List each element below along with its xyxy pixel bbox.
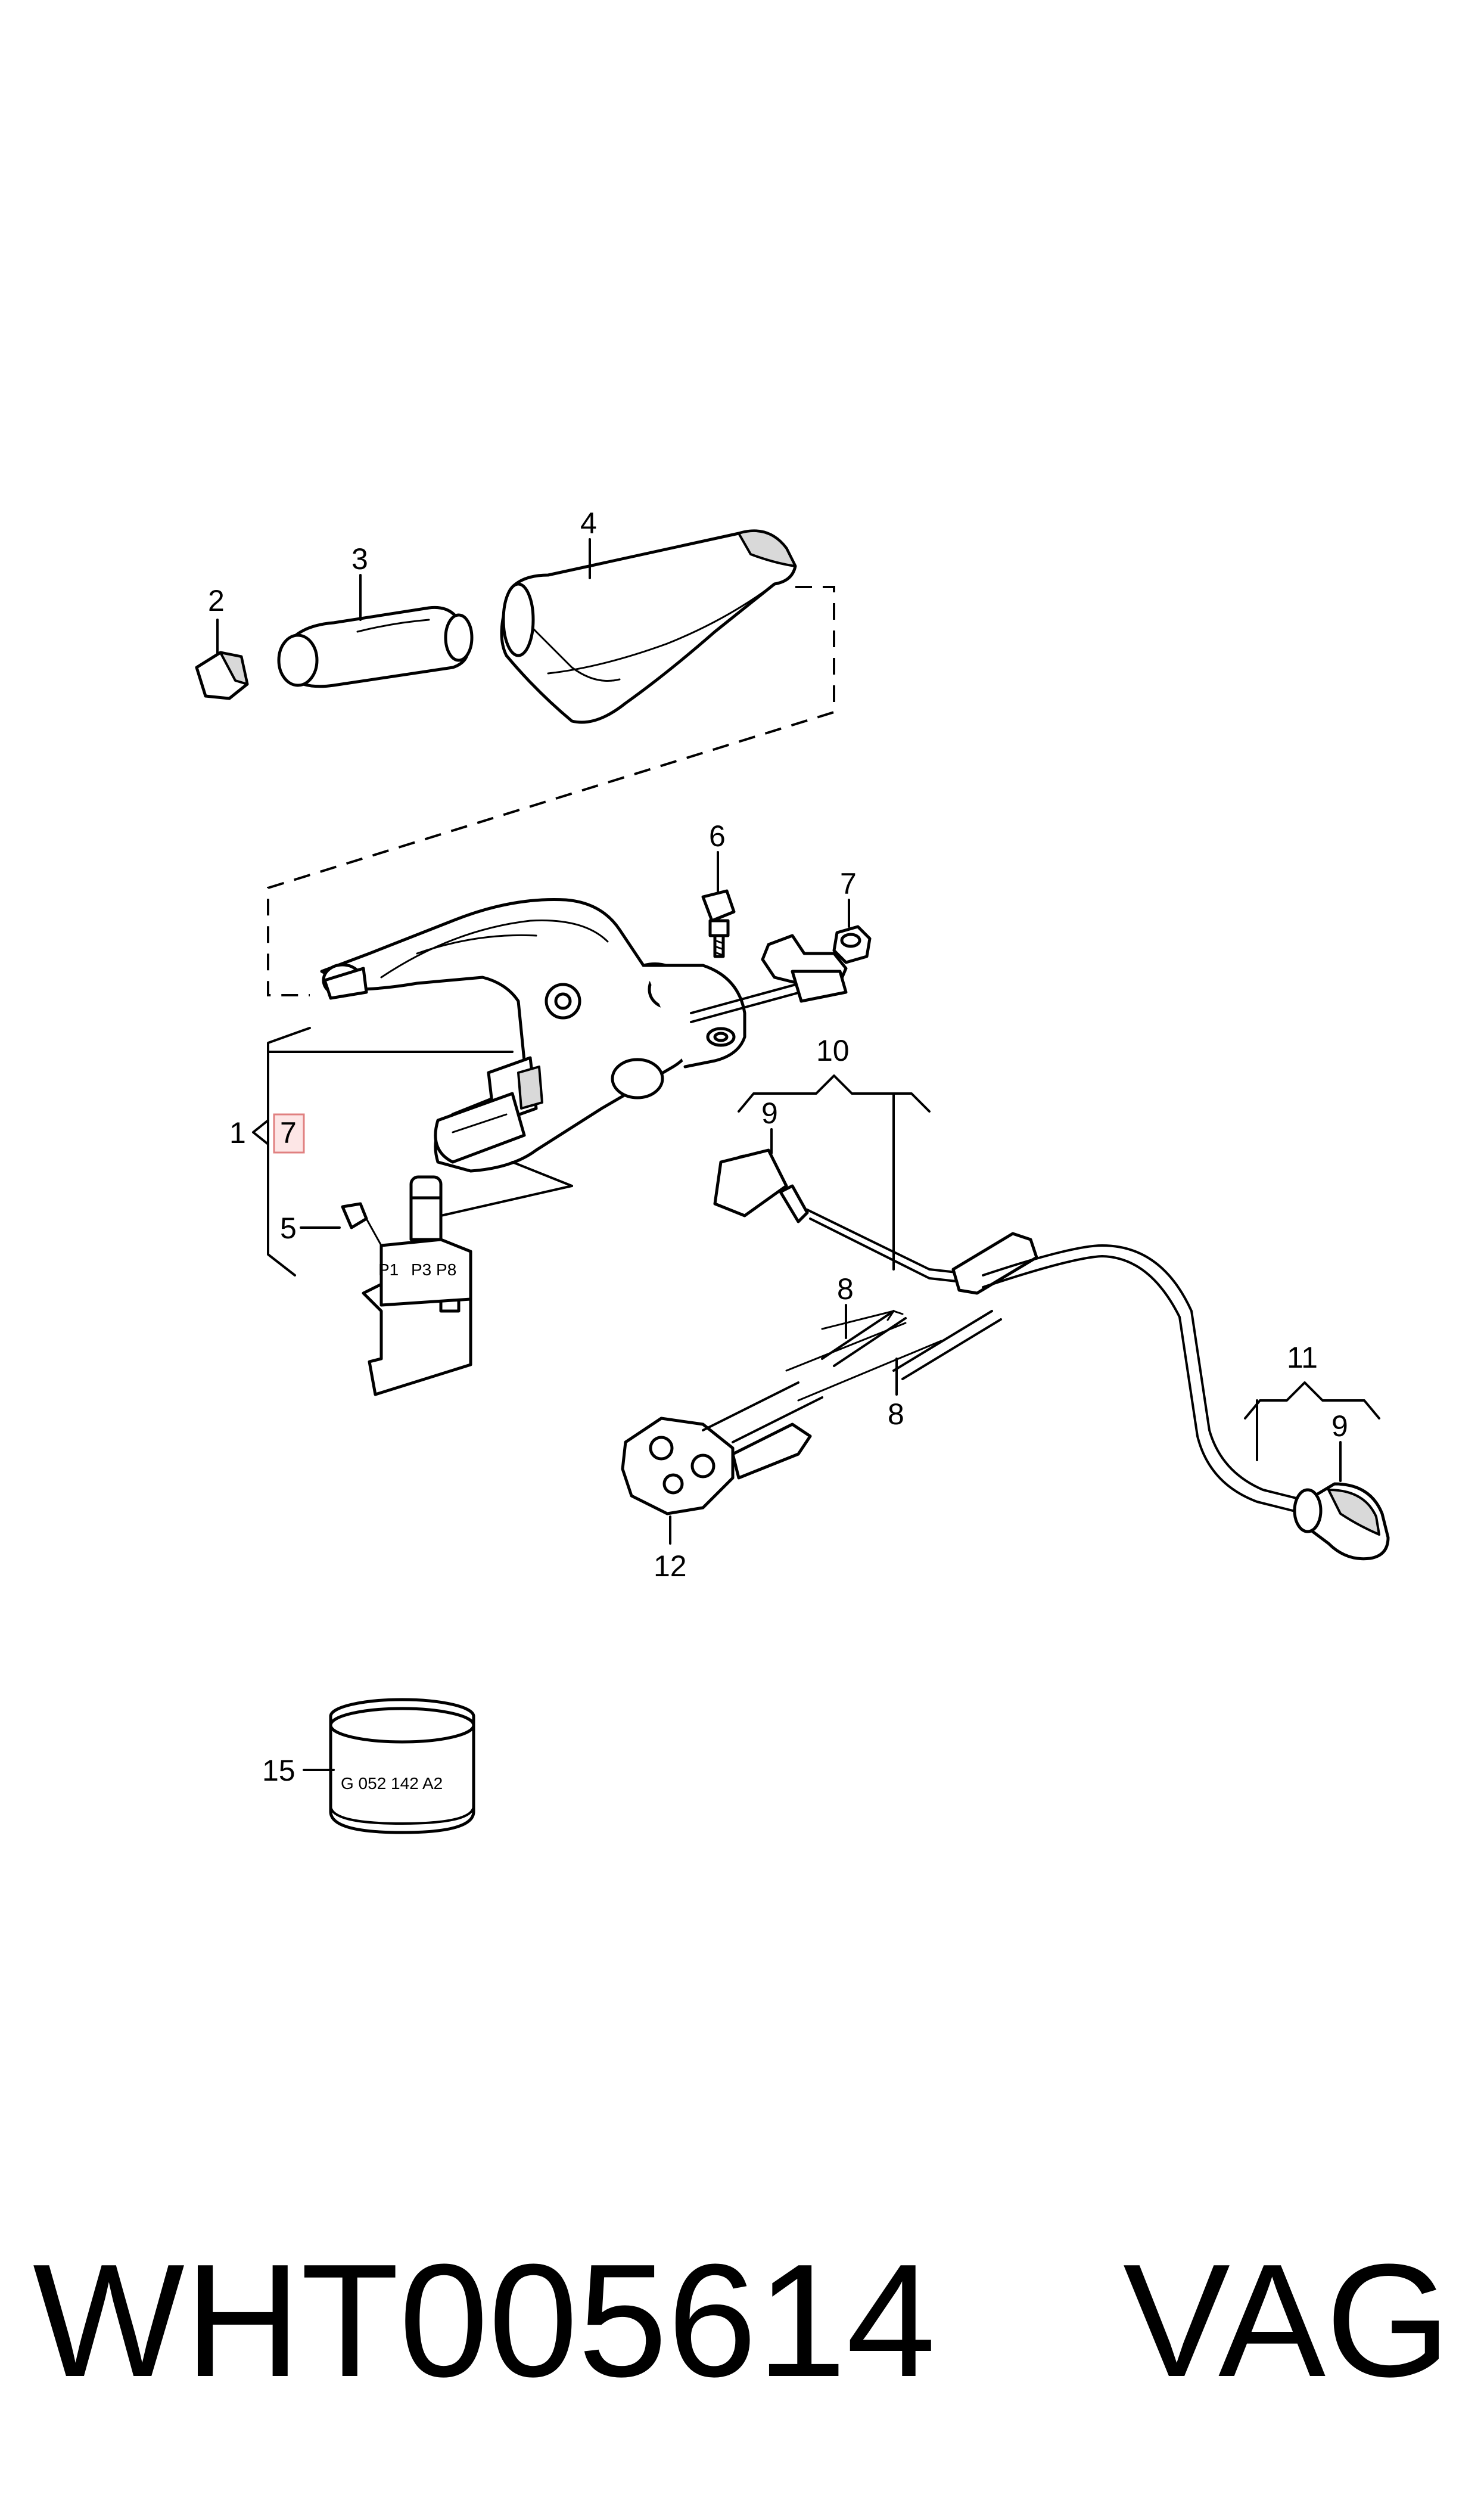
footer-part-number: WHT005614 (33, 2231, 936, 2411)
callout-8a: 8 (837, 1272, 854, 1306)
footer-brand: VAG (1123, 2231, 1451, 2411)
part-2-end-cap (195, 651, 249, 700)
part-15-label: G 052 142 A2 (341, 1774, 443, 1793)
callout-2: 2 (208, 584, 225, 617)
callout-7a: 7 (840, 867, 857, 900)
part-8-cable-pins (785, 1310, 942, 1402)
part-6-bolt (701, 889, 736, 958)
callout-8b: 8 (888, 1397, 904, 1431)
callout-12: 12 (654, 1549, 687, 1583)
part-4-boot (500, 529, 797, 724)
bracket-10 (738, 1074, 931, 1113)
callout-6: 6 (709, 819, 726, 853)
callout-5: 5 (280, 1212, 297, 1245)
part-5-handbrake-switch: P1 P3 P8 (341, 1175, 472, 1396)
callout-1: 1 (229, 1116, 246, 1150)
switch-mark-right: P3 P8 (411, 1260, 456, 1279)
callout-7b: 7 (280, 1116, 297, 1150)
callout-3: 3 (351, 542, 368, 576)
callout-9a: 9 (761, 1097, 778, 1130)
part-10-left-brake-cable (713, 1148, 1312, 1515)
switch-mark-left: P1 (378, 1260, 399, 1279)
assembly-dashed-line (267, 586, 835, 996)
callout-11: 11 (1287, 1341, 1318, 1374)
part-15-compound-tin: G 052 142 A2 (329, 1698, 475, 1834)
callout-7b-highlight (273, 1113, 305, 1154)
callout-9b: 9 (1331, 1409, 1348, 1443)
part-1-handbrake-lever (320, 897, 746, 1173)
bracket-11 (1244, 1381, 1380, 1420)
part-7-nut (832, 925, 872, 964)
footer: WHT005614 VAG (0, 2223, 1484, 2419)
cable-equalizer-yoke (761, 934, 848, 1003)
callout-10: 10 (816, 1034, 850, 1067)
callout-15: 15 (262, 1754, 295, 1787)
bracket-1 (267, 1027, 311, 1276)
part-3-grip-sleeve (277, 605, 474, 688)
part-12-cable-equalizer (621, 1381, 823, 1515)
part-11-right-brake-cable-end (1293, 1482, 1390, 1561)
callout-4: 4 (580, 507, 597, 540)
